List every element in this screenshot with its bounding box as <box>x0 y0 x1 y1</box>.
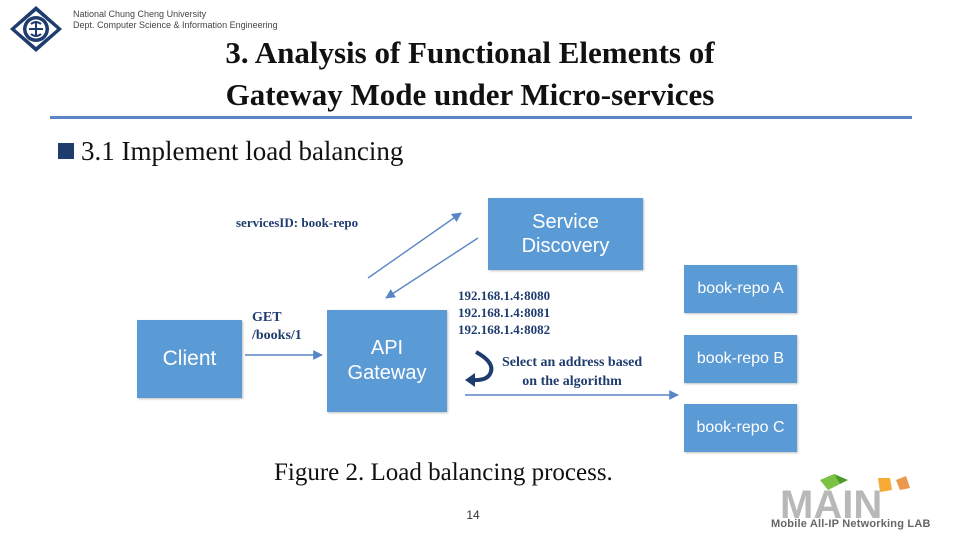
svg-text:MAIN: MAIN <box>780 483 882 527</box>
api-gateway-line-1: API <box>370 337 404 359</box>
square-bullet-icon <box>58 143 74 159</box>
book-repo-b-box: book-repo B <box>684 335 797 383</box>
lab-name: Mobile All-IP Networking LAB <box>771 518 931 530</box>
service-id-label: servicesID: book-repo <box>236 215 359 230</box>
address-item: 192.168.1.4:8081 <box>458 305 551 320</box>
address-item: 192.168.1.4:8080 <box>458 288 551 303</box>
main-lab-logo: MAIN <box>780 474 910 527</box>
select-curve-arrow-icon <box>471 350 494 383</box>
address-list: 192.168.1.4:8080 192.168.1.4:8081 192.16… <box>458 287 550 338</box>
figure-caption: Figure 2. Load balancing process. <box>274 459 613 486</box>
address-item: 192.168.1.4:8082 <box>458 322 551 337</box>
client-box: Client <box>137 320 242 398</box>
title-divider <box>50 116 912 119</box>
request-method: GET <box>252 310 282 325</box>
service-discovery-box: Service Discovery <box>488 198 643 270</box>
page-title-line-1: 3. Analysis of Functional Elements of <box>225 35 715 70</box>
service-discovery-line-2: Discovery <box>521 235 610 257</box>
page-number: 14 <box>466 508 480 522</box>
university-header: National Chung Cheng University Dept. Co… <box>73 9 278 31</box>
university-name: National Chung Cheng University <box>73 9 207 19</box>
api-gateway-box: API Gateway <box>327 310 447 412</box>
select-address-line-1: Select an address based <box>502 355 643 370</box>
book-repo-c-box: book-repo C <box>684 404 797 452</box>
arrow-gateway-to-discovery <box>367 212 462 279</box>
university-seal-icon <box>10 6 62 52</box>
bullet-text: 3.1 Implement load balancing <box>81 136 404 166</box>
page-title-line-2: Gateway Mode under Micro-services <box>225 77 715 112</box>
page-title: 3. Analysis of Functional Elements of Ga… <box>150 32 790 116</box>
bullet-item: 3.1 Implement load balancing <box>58 134 403 168</box>
select-address-line-2: on the algorithm <box>522 374 622 389</box>
request-path: /books/1 <box>252 328 302 343</box>
api-gateway-line-2: Gateway <box>347 362 427 384</box>
request-label: GET /books/1 <box>252 309 302 345</box>
department-name: Dept. Computer Science & Information Eng… <box>73 20 278 30</box>
service-discovery-line-1: Service <box>532 211 599 233</box>
book-repo-a-box: book-repo A <box>684 265 797 313</box>
select-address-label: Select an address based on the algorithm <box>502 353 642 391</box>
